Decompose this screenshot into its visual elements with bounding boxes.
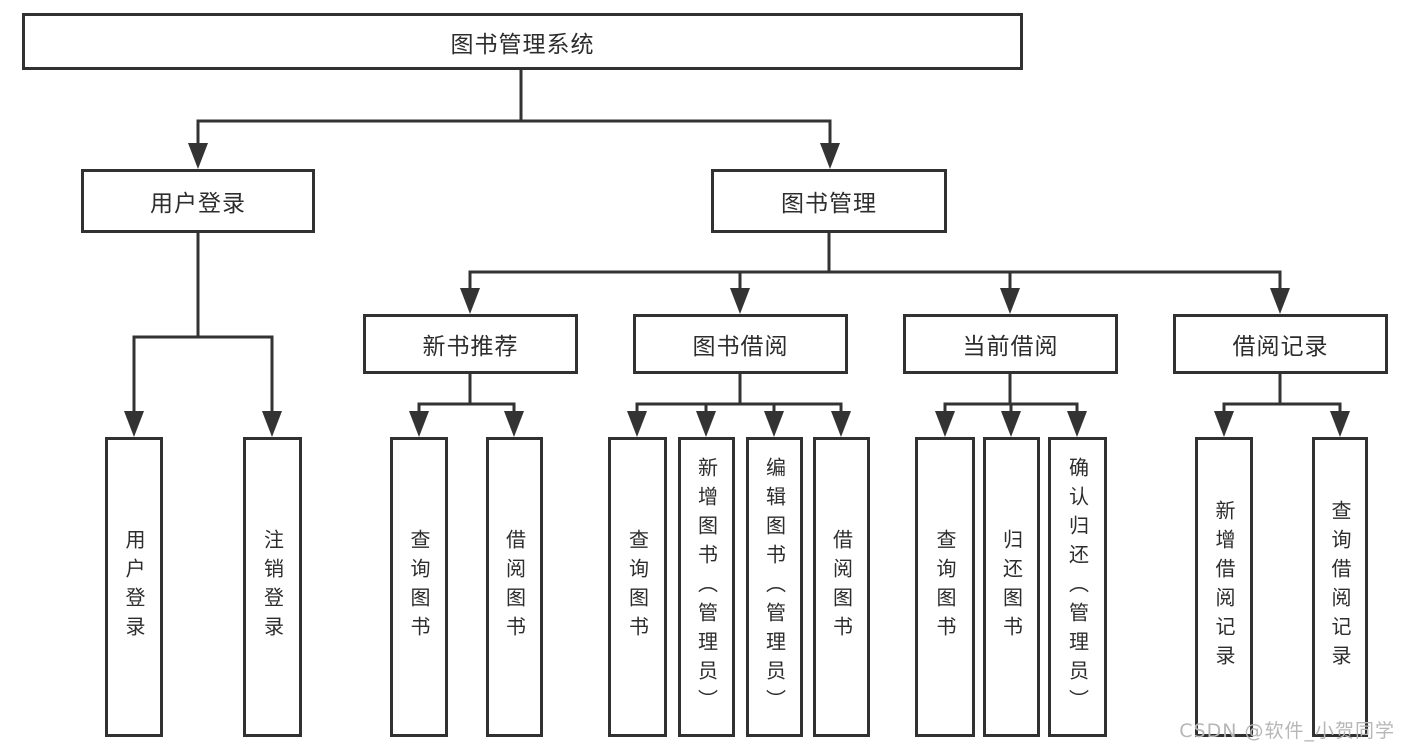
- arrowhead-icon: [627, 411, 647, 437]
- arrowhead-icon: [409, 411, 429, 437]
- arrowhead-icon: [262, 411, 282, 437]
- leaf-return-books: 归还图书: [983, 437, 1040, 737]
- arrowhead-icon: [935, 411, 955, 437]
- node-borrowing-records: 借阅记录: [1173, 314, 1388, 374]
- leaf-label: 编辑图书（管理员）: [762, 456, 787, 718]
- leaf-label: 查询借阅记录: [1328, 500, 1352, 674]
- arrowhead-icon: [188, 143, 208, 169]
- arrowhead-icon: [831, 411, 851, 437]
- leaf-user-login: 用户登录: [105, 437, 163, 737]
- leaf-label: 新增图书（管理员）: [694, 456, 719, 718]
- arrowhead-icon: [460, 288, 480, 314]
- connector-path: [635, 373, 843, 414]
- connector-path: [1222, 373, 1342, 414]
- leaf-label: 新增借阅记录: [1212, 500, 1236, 674]
- leaf-edit-books-admin: 编辑图书（管理员）: [746, 437, 803, 737]
- leaf-confirm-return-admin: 确认归还（管理员）: [1048, 437, 1107, 737]
- arrowhead-icon: [764, 411, 784, 437]
- arrowhead-icon: [1000, 288, 1020, 314]
- leaf-query-books-current: 查询图书: [915, 437, 975, 737]
- leaf-query-books-borrowing: 查询图书: [608, 437, 667, 737]
- arrowhead-icon: [1270, 288, 1290, 314]
- arrowhead-icon: [1330, 411, 1350, 437]
- arrowhead-icon: [124, 411, 144, 437]
- node-root-system: 图书管理系统: [22, 13, 1023, 70]
- node-book-management-module: 图书管理: [711, 169, 947, 233]
- leaf-label: 查询图书: [407, 529, 431, 645]
- arrowhead-icon: [504, 411, 524, 437]
- leaf-add-books-admin: 新增图书（管理员）: [678, 437, 735, 737]
- arrowheads: [124, 143, 1350, 437]
- node-user-login-module: 用户登录: [81, 169, 315, 233]
- arrowhead-icon: [696, 411, 716, 437]
- connector-path: [196, 69, 832, 146]
- node-current-borrowing: 当前借阅: [903, 314, 1118, 374]
- leaf-logout-login: 注销登录: [243, 437, 302, 737]
- leaf-query-books-recommend: 查询图书: [390, 437, 448, 737]
- arrowhead-icon: [1001, 411, 1021, 437]
- leaf-label: 借阅图书: [829, 529, 854, 645]
- leaf-borrow-books-recommend: 借阅图书: [486, 437, 543, 737]
- leaf-query-borrow-record: 查询借阅记录: [1312, 437, 1368, 737]
- connector-lines: [132, 69, 1342, 414]
- leaf-label: 借阅图书: [502, 529, 527, 645]
- leaf-borrow-books: 借阅图书: [813, 437, 870, 737]
- connector-path: [417, 373, 516, 414]
- node-new-book-recommend: 新书推荐: [363, 314, 578, 374]
- arrowhead-icon: [820, 143, 840, 169]
- leaf-label: 归还图书: [999, 529, 1024, 645]
- leaf-add-borrow-record: 新增借阅记录: [1195, 437, 1253, 737]
- connector-path: [468, 232, 1282, 291]
- csdn-watermark: CSDN @软件_小贺同学: [1179, 720, 1395, 742]
- leaf-label: 注销登录: [260, 529, 285, 645]
- connector-path: [943, 373, 1079, 414]
- leaf-label: 用户登录: [122, 529, 146, 645]
- arrowhead-icon: [1214, 411, 1234, 437]
- arrowhead-icon: [730, 288, 750, 314]
- connector-path: [132, 232, 274, 413]
- leaf-label: 查询图书: [625, 529, 650, 645]
- leaf-label: 查询图书: [933, 529, 957, 645]
- leaf-label: 确认归还（管理员）: [1065, 456, 1090, 718]
- arrowhead-icon: [1067, 411, 1087, 437]
- node-book-borrowing: 图书借阅: [633, 314, 848, 374]
